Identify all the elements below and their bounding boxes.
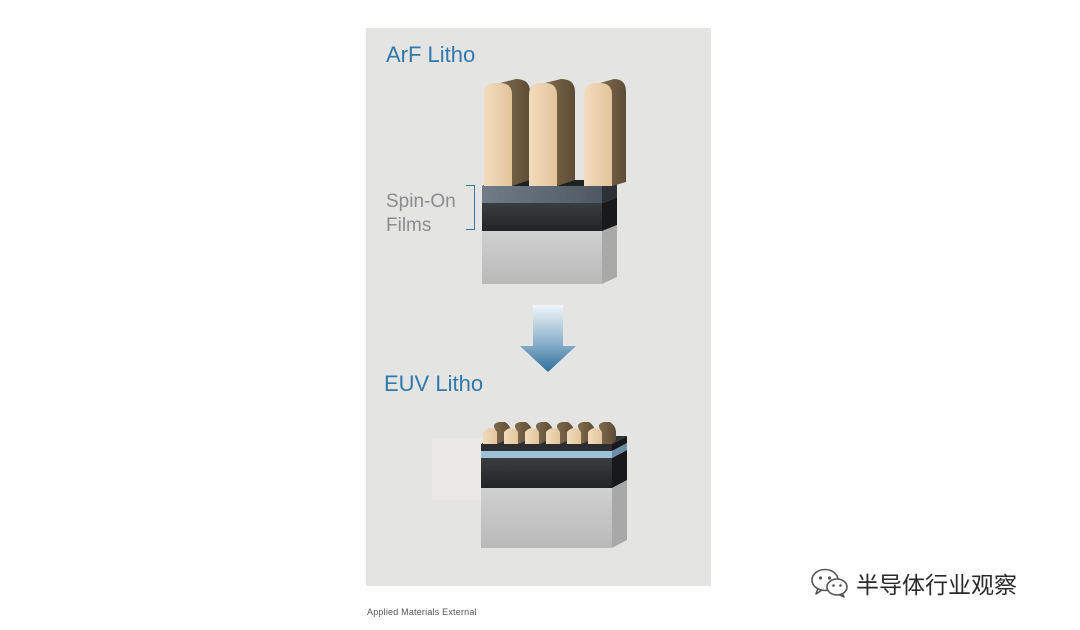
euv-blue-film-front [481, 451, 612, 458]
euv-substrate-side [612, 480, 627, 548]
arf-substrate-side [602, 225, 617, 284]
spin-on-films-label: Spin-On Films [386, 190, 476, 238]
watermark-text: 半导体行业观察 [856, 572, 1017, 598]
arf-gray-film-front [482, 186, 602, 203]
spin-label-line: Films [386, 215, 432, 236]
euv-cap-side [612, 436, 627, 451]
euv-cap-front [481, 444, 612, 451]
wechat-icon [811, 568, 848, 598]
euv-heading: EUV Litho [384, 371, 484, 396]
watermark: 半导体行业观察 [810, 566, 1017, 600]
arf-resist-pillar [484, 79, 530, 186]
arf-dark-film-front [482, 203, 602, 231]
arf-stack [482, 79, 626, 284]
arf-heading: ArF Litho [386, 42, 476, 67]
footer-note: Applied Materials External [367, 607, 477, 617]
arf-dark-film-side [602, 197, 617, 231]
arf-resist-pillar [529, 79, 575, 186]
euv-resist-line [588, 422, 616, 444]
euv-dark-film-side [612, 450, 627, 488]
euv-substrate-front [481, 488, 612, 548]
spin-on-films-bracket [466, 185, 475, 230]
arf-substrate-front [482, 231, 602, 284]
arf-resist-pillar [584, 79, 626, 186]
euv-blue-film-side [612, 443, 627, 458]
down-arrow-icon [520, 305, 576, 372]
euv-stack [432, 422, 627, 548]
spin-label-line: Spin-On [386, 191, 456, 212]
euv-dark-film-front [481, 458, 612, 488]
